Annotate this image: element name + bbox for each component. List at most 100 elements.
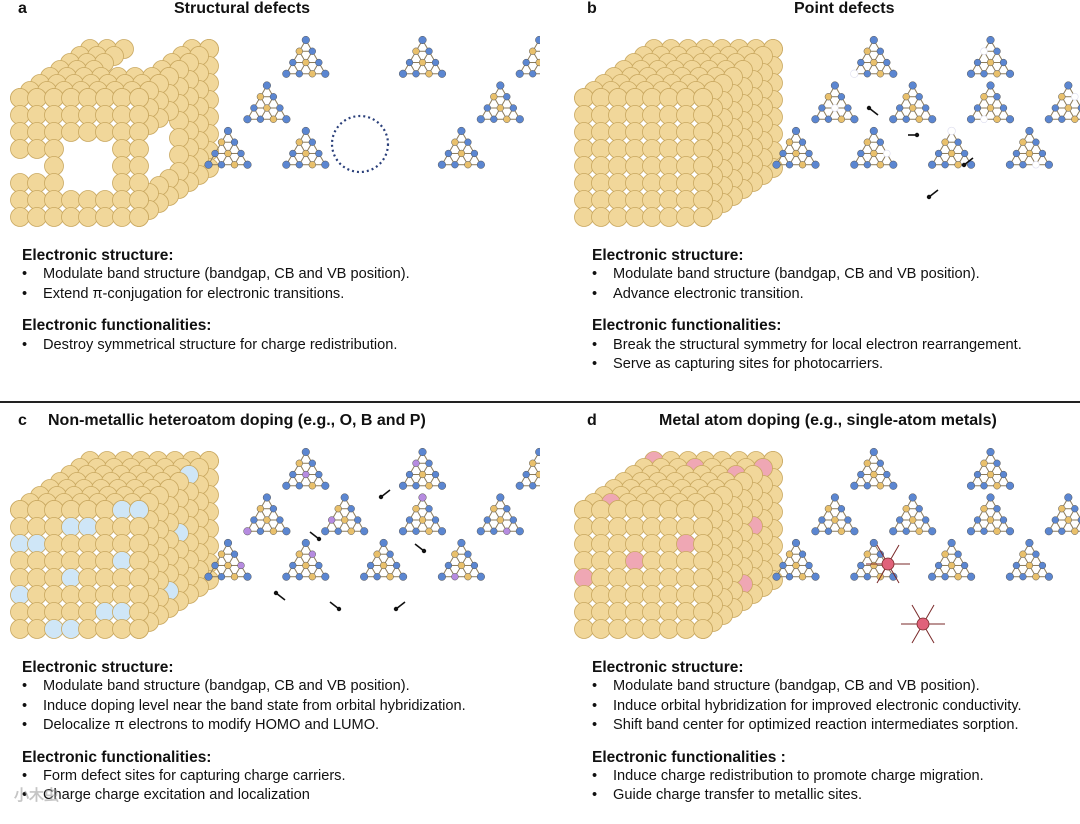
- lattice-atom: [831, 516, 839, 524]
- lattice-atom: [269, 527, 278, 535]
- lattice-atom: [457, 561, 466, 570]
- atom-sphere: [44, 585, 64, 605]
- lattice-atom: [960, 149, 969, 158]
- atom-sphere: [10, 207, 30, 227]
- lattice-atom: [863, 138, 871, 146]
- lattice-atom: [256, 115, 265, 123]
- lattice-atom: [496, 104, 504, 112]
- lattice-atom: [412, 505, 420, 513]
- lattice-atom: [301, 447, 310, 457]
- lattice-atom: [340, 493, 349, 502]
- lattice-atom: [250, 104, 258, 112]
- panel-description: Electronic structure: Modulate band stru…: [592, 246, 1080, 375]
- lattice-atom: [295, 482, 303, 490]
- lattice-atom: [1005, 527, 1015, 536]
- electronic-structure-heading: Electronic structure:: [22, 247, 174, 264]
- lattice-atom: [824, 93, 833, 101]
- lattice-atom: [863, 459, 871, 467]
- vacancy-site: [1071, 93, 1079, 101]
- atom-sphere: [693, 156, 713, 176]
- lattice-atom: [282, 69, 291, 78]
- lattice-atom: [1051, 104, 1059, 112]
- lattice-atom: [798, 573, 807, 581]
- point-defect-illustration: [574, 35, 1080, 227]
- lattice-atom: [535, 470, 540, 479]
- lattice-atom: [490, 115, 498, 123]
- lattice-atom: [993, 115, 1001, 123]
- lattice-atom: [282, 481, 291, 490]
- vacancy-site: [980, 115, 988, 123]
- lattice-atom: [243, 527, 252, 536]
- atom-sphere: [10, 534, 30, 554]
- atom-sphere: [574, 534, 594, 554]
- atom-sphere: [608, 139, 628, 159]
- atom-sphere: [78, 500, 98, 520]
- lattice-atom: [308, 550, 316, 558]
- vacancy-site: [980, 47, 988, 55]
- metal-atom: [881, 557, 895, 571]
- atom-sphere: [574, 139, 594, 159]
- atom-sphere: [608, 190, 628, 210]
- atom-sphere: [61, 122, 81, 142]
- lattice-atom: [915, 93, 923, 101]
- atom-sphere: [112, 190, 132, 210]
- lattice-atom: [876, 47, 884, 55]
- list-item: Modulate band structure (bandgap, CB and…: [592, 265, 1080, 285]
- list-item: Modulate band structure (bandgap, CB and…: [22, 265, 532, 285]
- lattice-atom: [1025, 561, 1034, 570]
- vacancy-site: [947, 126, 956, 136]
- atom-sphere: [574, 602, 594, 622]
- lattice-atom: [1064, 104, 1072, 112]
- lattice-atom: [863, 161, 871, 169]
- lattice-atom: [243, 160, 252, 169]
- lattice-atom: [399, 572, 408, 581]
- atom-sphere: [78, 105, 98, 125]
- lattice-atom: [405, 516, 414, 524]
- panel-description: Electronic structure: Modulate band stru…: [22, 658, 532, 806]
- lattice-atom: [315, 561, 323, 570]
- atom-sphere: [591, 173, 611, 193]
- atom-sphere: [693, 517, 713, 537]
- lattice-atom: [412, 482, 420, 490]
- lattice-atom: [425, 482, 433, 490]
- lattice-atom: [876, 161, 884, 169]
- list-item: Modulate band structure (bandgap, CB and…: [592, 677, 1080, 697]
- lattice-atom: [347, 527, 355, 535]
- arrow-head: [393, 606, 399, 612]
- lattice-atom: [451, 138, 459, 146]
- atom-sphere: [591, 602, 611, 622]
- lattice-atom: [902, 93, 910, 101]
- lattice-atom: [437, 481, 447, 490]
- atom-sphere: [10, 568, 30, 588]
- arrow-head: [421, 548, 427, 554]
- atom-sphere: [693, 105, 713, 125]
- lattice-atom: [412, 70, 420, 78]
- atom-sphere: [591, 568, 611, 588]
- atom-sphere: [78, 190, 98, 210]
- lattice-atom: [476, 572, 485, 581]
- atom-sphere: [693, 122, 713, 142]
- list-item: Advance electronic transition.: [592, 285, 1080, 305]
- lattice-atom: [889, 481, 898, 490]
- lattice-atom: [986, 81, 995, 90]
- atom-sphere: [591, 517, 611, 537]
- lattice-atom: [308, 161, 316, 169]
- lattice-atom: [224, 149, 232, 158]
- lattice-atom: [1058, 527, 1066, 535]
- lattice-atom: [973, 516, 982, 524]
- atom-sphere: [95, 207, 115, 227]
- lattice-atom: [792, 561, 800, 570]
- lattice-atom: [928, 160, 937, 169]
- atom-sphere: [676, 173, 696, 193]
- electronic-structure-list: Modulate band structure (bandgap, CB and…: [22, 265, 532, 304]
- panel-label: c: [18, 412, 27, 429]
- lattice-atom: [837, 527, 846, 535]
- electronic-structure-heading: Electronic structure:: [592, 247, 744, 264]
- panel-point-defects: b Point defects Electronic structure: Mo…: [540, 0, 1080, 400]
- atom-sphere: [44, 517, 64, 537]
- atom-sphere: [642, 139, 662, 159]
- lattice-atom: [1044, 572, 1053, 581]
- lattice-atom: [230, 161, 239, 169]
- atom-sphere: [625, 568, 645, 588]
- lattice-atom: [476, 527, 485, 536]
